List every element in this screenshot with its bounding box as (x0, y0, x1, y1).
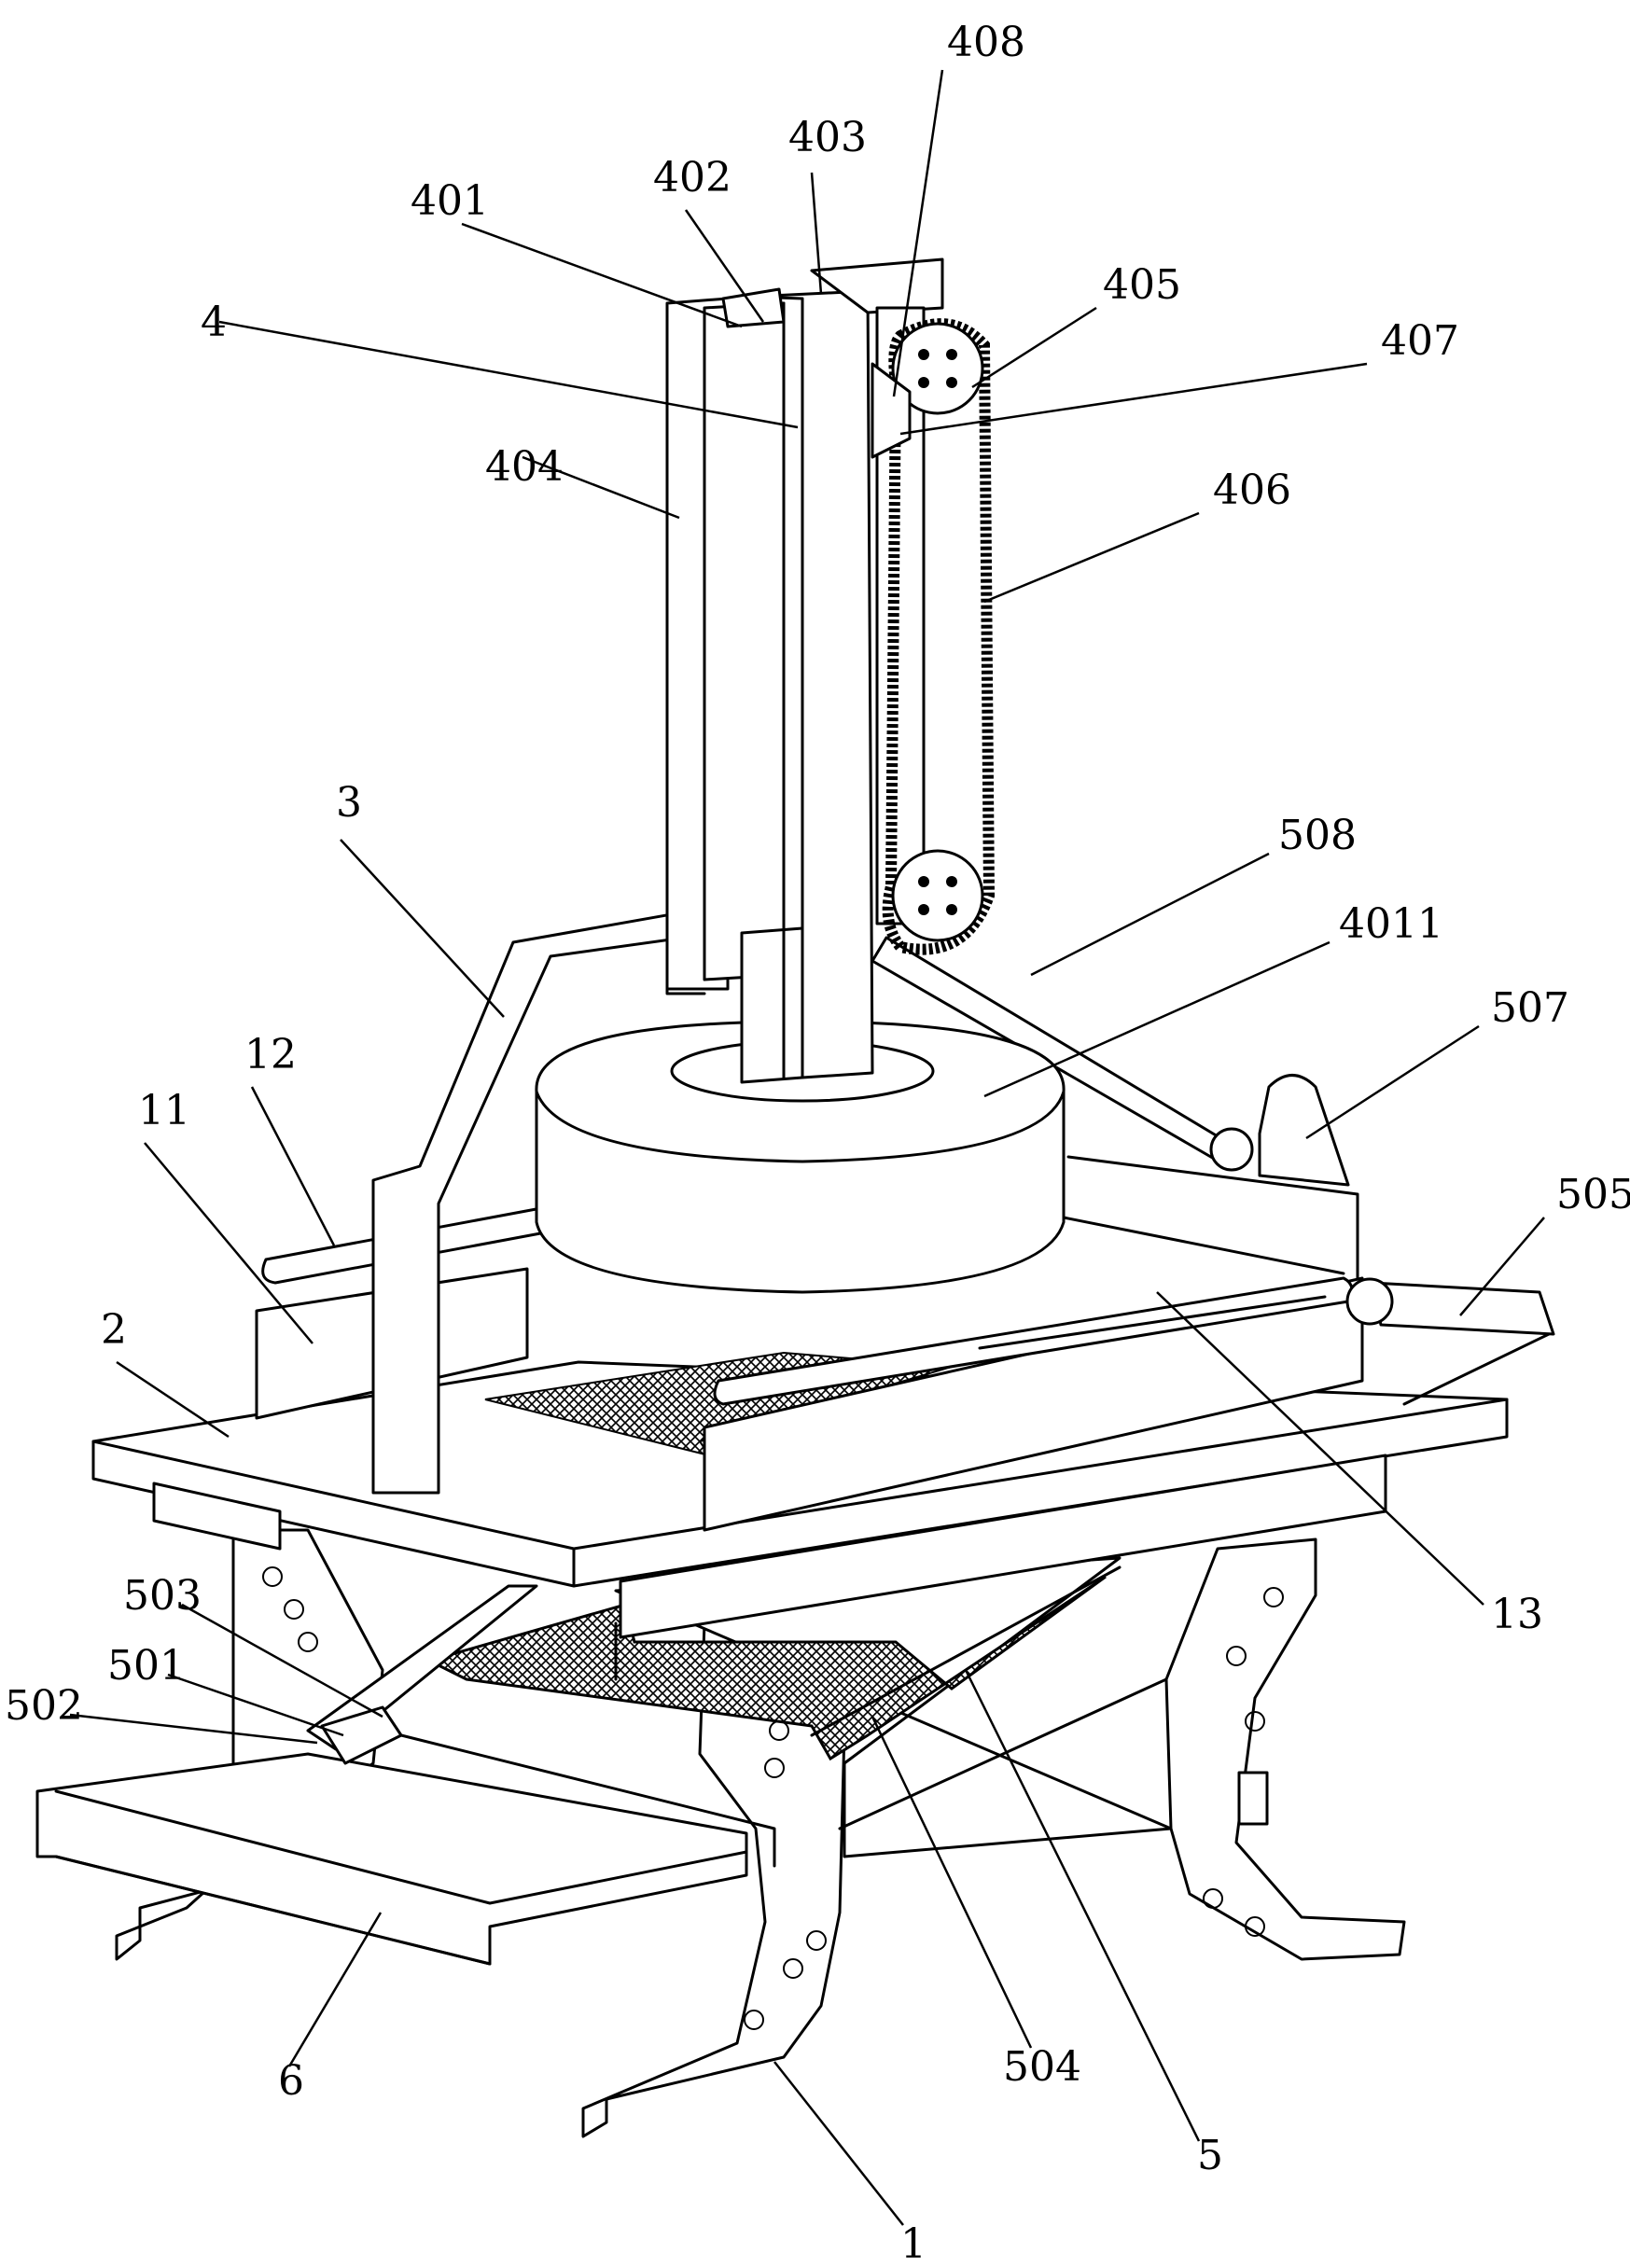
part-label-508: 508 (1278, 812, 1357, 859)
part-label-501: 501 (107, 1642, 186, 1690)
part-label-5: 5 (1197, 2132, 1223, 2179)
legs (115, 1528, 1406, 2138)
leader-line-5 (964, 1669, 1201, 2142)
part-label-4011: 4011 (1339, 900, 1443, 948)
part-label-503: 503 (123, 1572, 202, 1620)
leader-line-508 (1030, 852, 1270, 977)
leader-line-2 (116, 1360, 230, 1439)
part-label-12: 12 (244, 1031, 297, 1078)
hopper-5 (399, 1556, 1173, 1868)
leader-line-505 (1459, 1217, 1545, 1316)
frame-3 (371, 898, 753, 1495)
leader-line-504 (871, 1716, 1033, 2049)
leader-line-401 (461, 222, 743, 328)
part-label-505: 505 (1556, 1171, 1630, 1218)
leader-line-405 (971, 306, 1097, 389)
bracket-507 (871, 936, 1350, 1187)
part-label-502: 502 (5, 1682, 83, 1730)
part-label-13: 13 (1491, 1591, 1543, 1638)
part-label-401: 401 (411, 177, 489, 225)
leader-line-406 (983, 511, 1200, 604)
leader-line-6 (287, 1912, 383, 2067)
part-label-3: 3 (336, 779, 362, 827)
leader-line-507 (1305, 1024, 1480, 1140)
chute-501 (306, 1584, 538, 1765)
part-label-11: 11 (138, 1087, 190, 1134)
part-label-6: 6 (278, 2057, 304, 2105)
leader-line-502 (69, 1713, 318, 1745)
leader-line-13 (1156, 1291, 1484, 1606)
pusher-505 (1345, 1277, 1555, 1406)
leader-line-4011 (983, 940, 1330, 1098)
leader-line-12 (250, 1086, 336, 1246)
part-label-504: 504 (1003, 2043, 1081, 2091)
column-4 (665, 257, 944, 1084)
part-labels: 4084034024014404405407406350840115071211… (5, 19, 1630, 2268)
part-label-507: 507 (1491, 984, 1569, 1032)
part-label-406: 406 (1213, 466, 1291, 514)
leader-line-404 (522, 455, 680, 520)
leader-line-408 (892, 69, 944, 397)
part-label-407: 407 (1381, 317, 1459, 365)
leader-lines (69, 69, 1545, 2226)
tray-6 (35, 1752, 748, 1966)
part-label-405: 405 (1103, 261, 1181, 309)
leader-line-3 (340, 839, 505, 1018)
leader-line-402 (684, 209, 765, 323)
leader-line-4 (218, 320, 799, 429)
part-label-402: 402 (653, 154, 731, 202)
part-label-403: 403 (788, 114, 867, 161)
part-label-404: 404 (485, 443, 564, 491)
leader-line-403 (810, 172, 823, 295)
part-label-408: 408 (947, 19, 1025, 66)
leader-line-11 (144, 1142, 313, 1344)
leader-line-503 (181, 1603, 383, 1718)
leader-line-1 (773, 2061, 904, 2226)
part-label-1: 1 (900, 2220, 926, 2268)
leader-line-407 (899, 362, 1368, 436)
part-label-4: 4 (201, 299, 227, 346)
chain-drive (871, 306, 996, 955)
leader-line-501 (167, 1673, 344, 1737)
part-label-2: 2 (101, 1306, 127, 1354)
